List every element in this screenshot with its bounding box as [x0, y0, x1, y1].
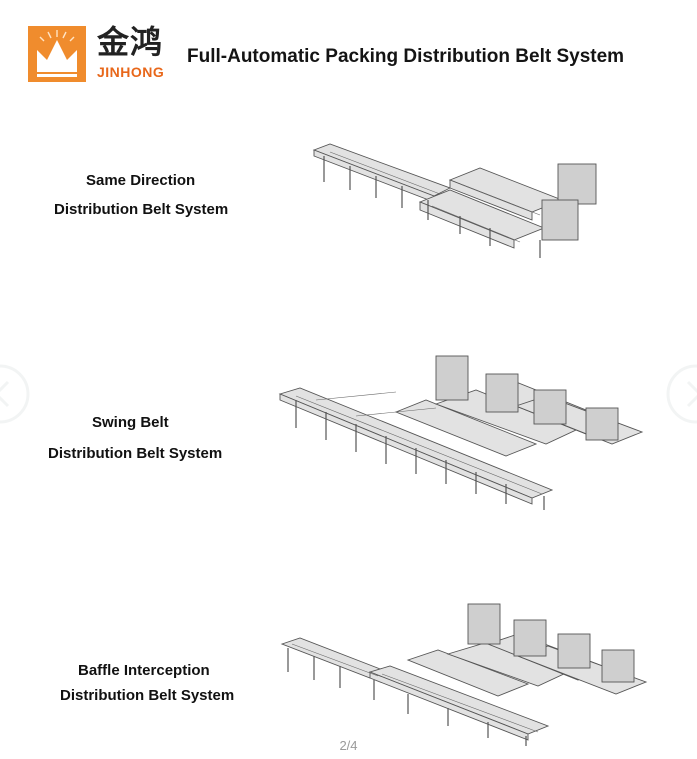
- chevron-left-icon[interactable]: [0, 356, 34, 432]
- swing-belt-illustration: [278, 355, 644, 510]
- brand-name-cn: 金鸿: [97, 23, 164, 61]
- section-1-label-line2: Distribution Belt System: [54, 201, 229, 218]
- brand-name-en: JINHONG: [97, 64, 165, 80]
- page-indicator: 2/4: [339, 738, 358, 753]
- section-2-label-line2: Distribution Belt System: [48, 445, 223, 462]
- baffle-interception-illustration: [280, 603, 648, 746]
- section-3-label-line2: Distribution Belt System: [60, 687, 235, 704]
- section-3-label-line1: Baffle Interception: [78, 662, 210, 679]
- same-direction-belt-illustration: [312, 143, 597, 258]
- section-2-label-line1: Swing Belt: [92, 414, 169, 431]
- page-title: Full-Automatic Packing Distribution Belt…: [187, 46, 625, 67]
- crown-logo-icon: [28, 26, 86, 82]
- chevron-right-icon[interactable]: [662, 356, 697, 432]
- section-1-label-line1: Same Direction: [86, 172, 196, 189]
